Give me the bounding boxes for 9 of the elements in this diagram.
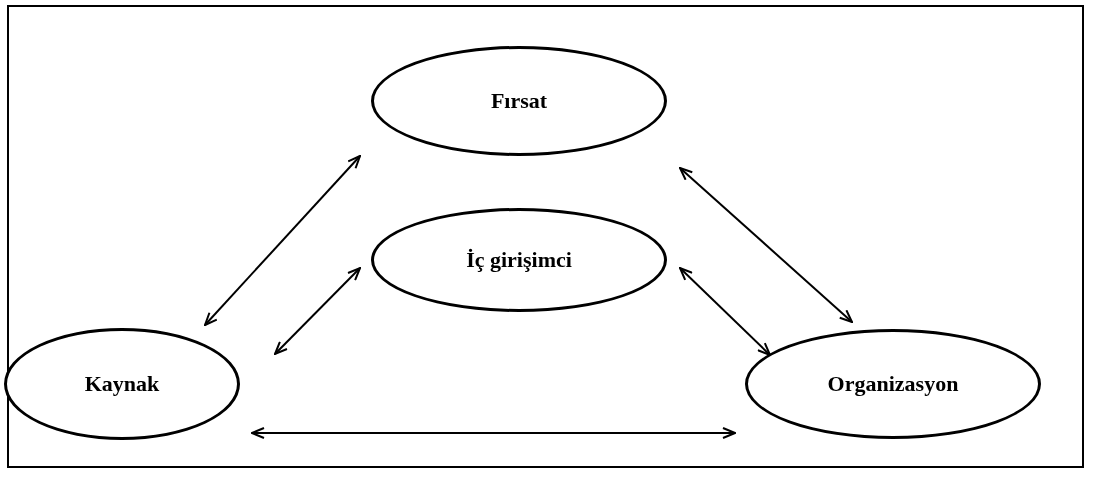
node-label: Organizasyon (827, 371, 959, 397)
node-label: Kaynak (84, 371, 160, 397)
double-arrow (679, 167, 853, 323)
double-arrow (274, 267, 361, 355)
double-arrow (251, 427, 736, 439)
double-arrow (204, 155, 361, 326)
node-label: Fırsat (490, 88, 548, 114)
double-arrow (679, 267, 771, 356)
node-label: İç girişimci (466, 247, 572, 273)
